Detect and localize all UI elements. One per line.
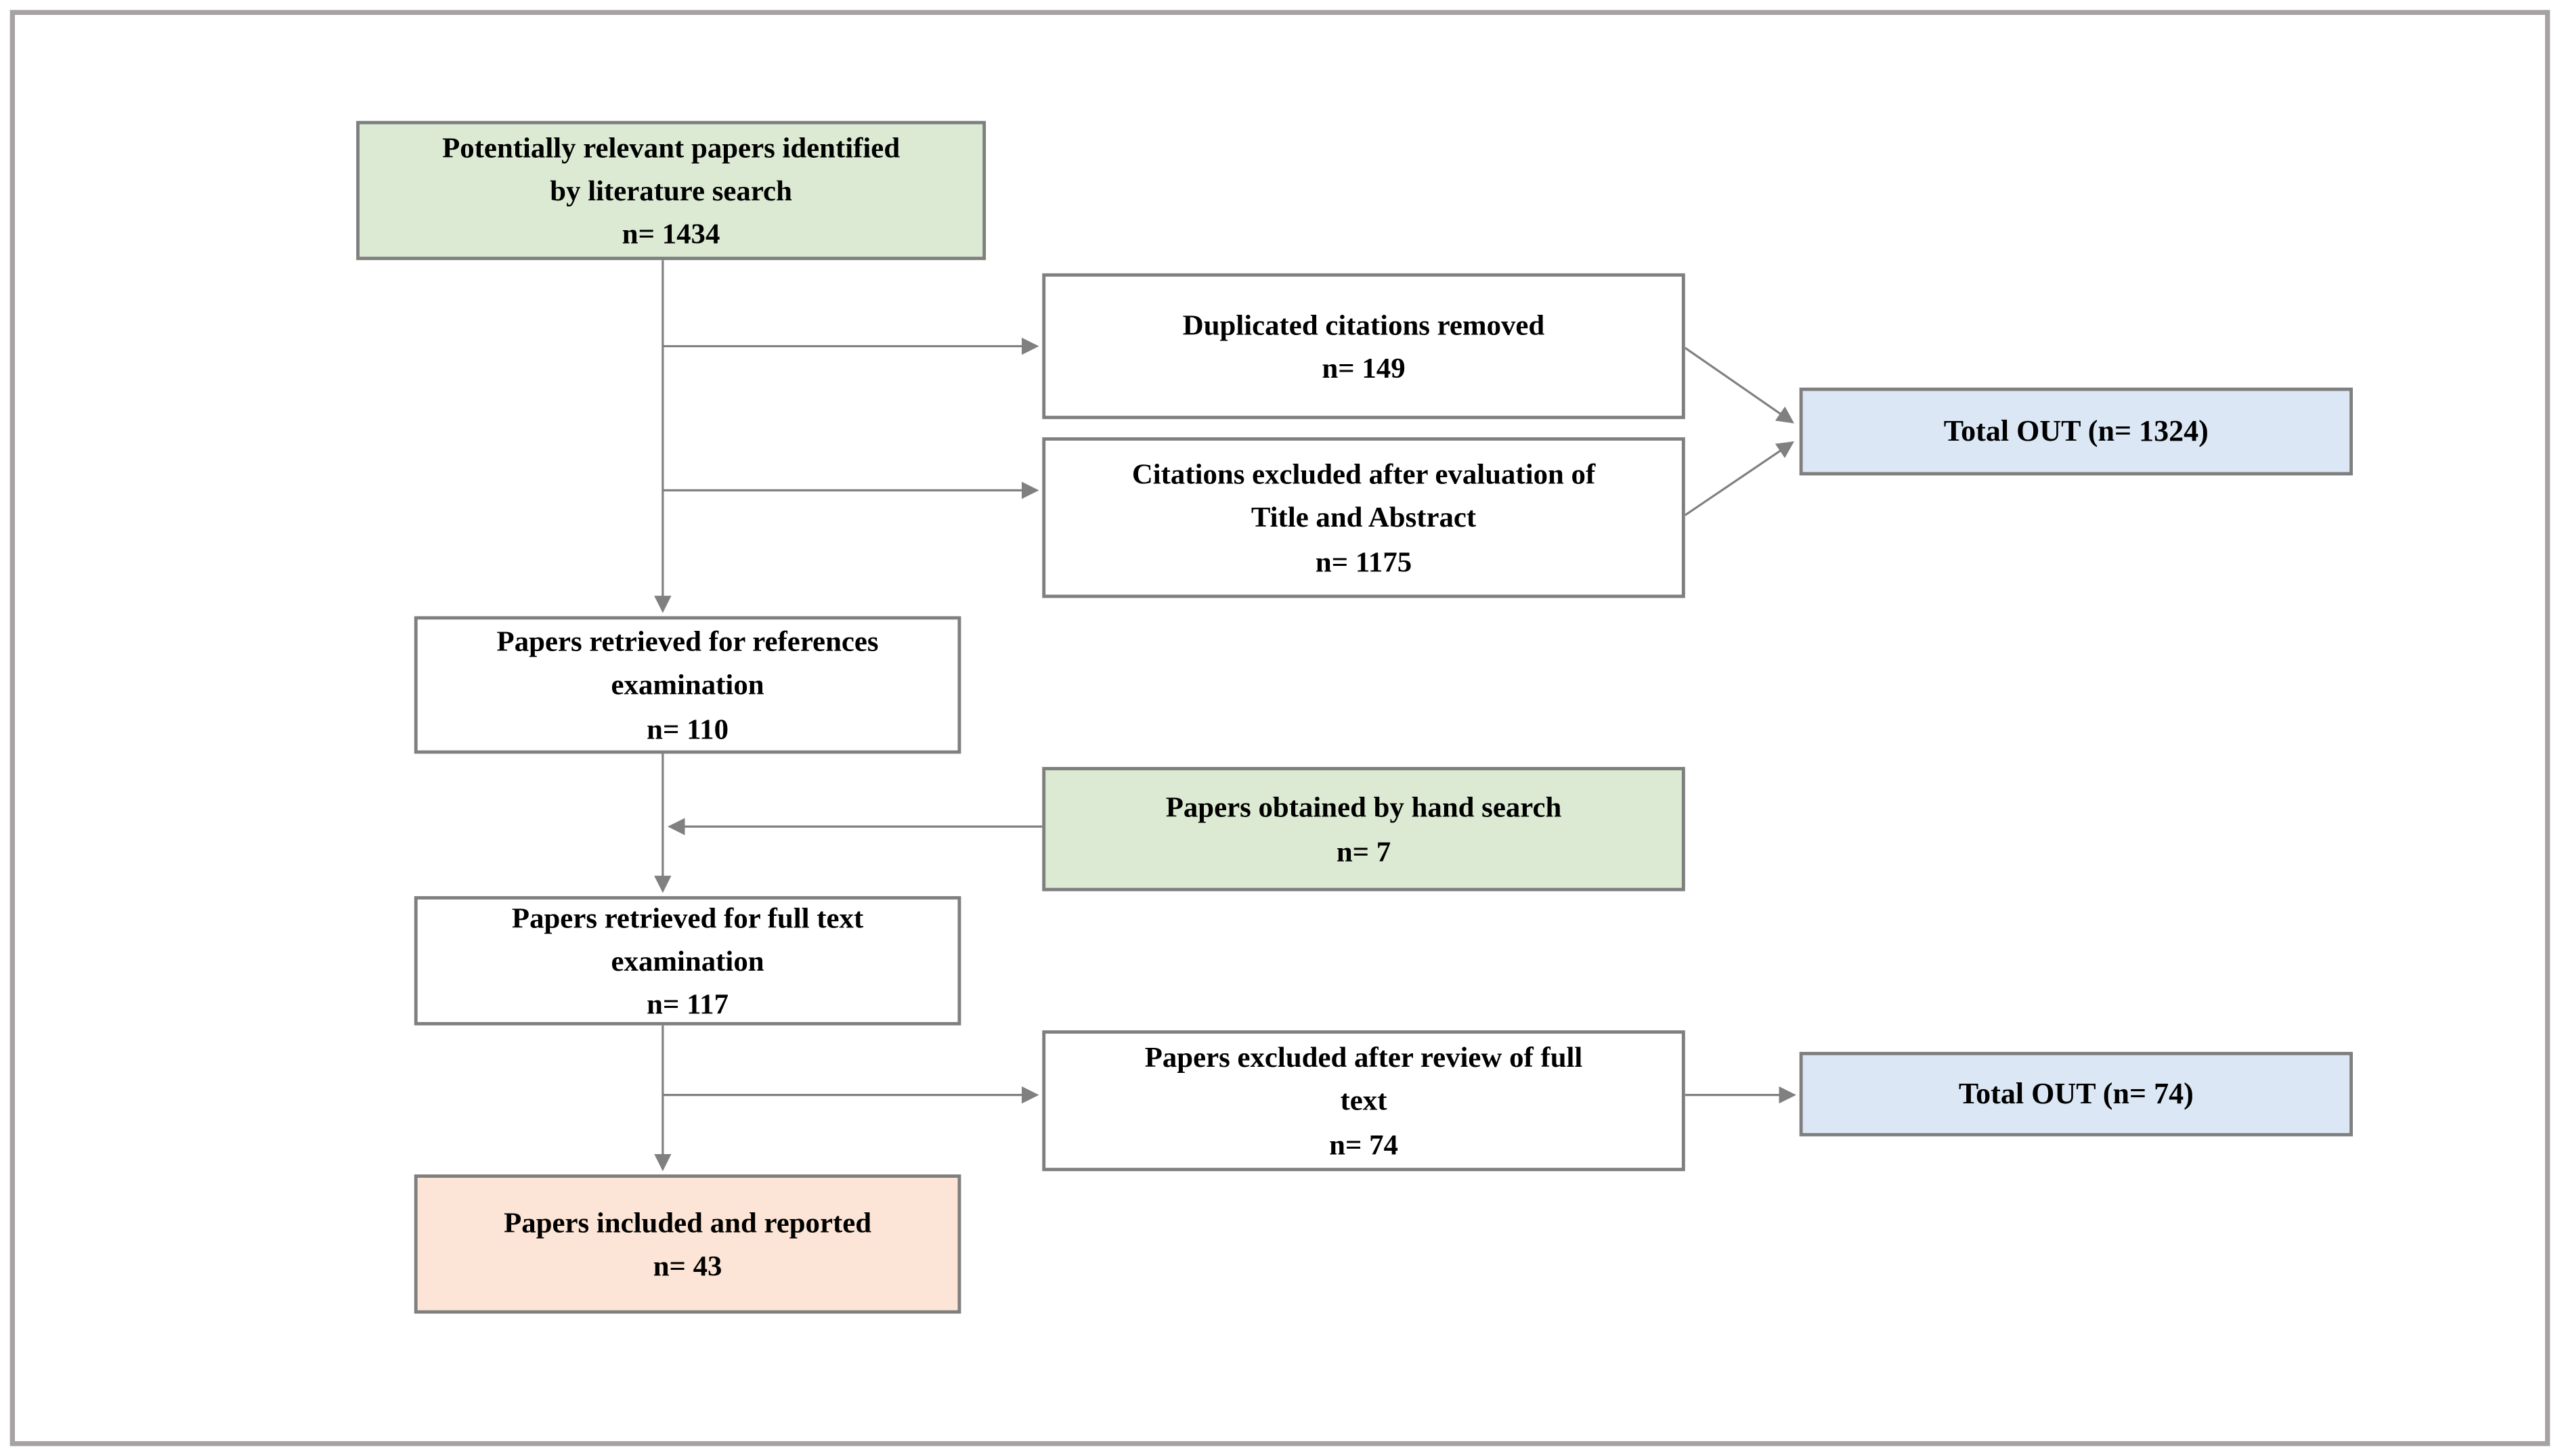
node-count: n= 7 — [1336, 834, 1391, 868]
node-label: Papers included and reported — [504, 1205, 872, 1239]
edge-title-abstract-to-total-out-1 — [1684, 441, 1794, 516]
node-count: n= 74 — [1329, 1127, 1398, 1161]
node-included-reported: Papers included and reported n= 43 — [414, 1174, 961, 1314]
node-duplicates-removed: Duplicated citations removed n= 149 — [1042, 273, 1685, 420]
diagram-border — [9, 9, 2551, 1447]
node-total-out-1: Total OUT (n= 1324) — [1799, 387, 2353, 476]
node-label: Papers excluded after review of full tex… — [1144, 1040, 1583, 1118]
node-label: Papers obtained by hand search — [1165, 790, 1562, 824]
node-count: n= 43 — [653, 1249, 722, 1283]
node-label: Total OUT (n= 74) — [1958, 1076, 2194, 1110]
node-fulltext-examination: Papers retrieved for full text examinati… — [414, 896, 961, 1025]
node-label: Papers retrieved for references examinat… — [496, 624, 879, 702]
node-references-examination: Papers retrieved for references examinat… — [414, 616, 961, 754]
node-fulltext-excluded: Papers excluded after review of full tex… — [1042, 1030, 1685, 1172]
node-papers-identified: Potentially relevant papers identified b… — [356, 120, 986, 261]
edge-duplicates-to-total-out-1 — [1684, 347, 1794, 424]
node-count: n= 117 — [647, 987, 729, 1021]
node-label: Papers retrieved for full text examinati… — [511, 900, 864, 977]
node-title-abstract-excluded: Citations excluded after evaluation of T… — [1042, 437, 1685, 598]
node-count: n= 110 — [647, 711, 729, 745]
node-label: Potentially relevant papers identified b… — [442, 130, 901, 207]
node-total-out-2: Total OUT (n= 74) — [1799, 1051, 2353, 1137]
node-label: Total OUT (n= 1324) — [1943, 414, 2209, 447]
node-label: Citations excluded after evaluation of T… — [1131, 457, 1596, 534]
node-count: n= 1175 — [1315, 544, 1412, 578]
node-count: n= 1434 — [622, 217, 720, 250]
node-hand-search: Papers obtained by hand search n= 7 — [1042, 767, 1685, 891]
node-count: n= 149 — [1322, 351, 1406, 384]
node-label: Duplicated citations removed — [1182, 307, 1545, 341]
